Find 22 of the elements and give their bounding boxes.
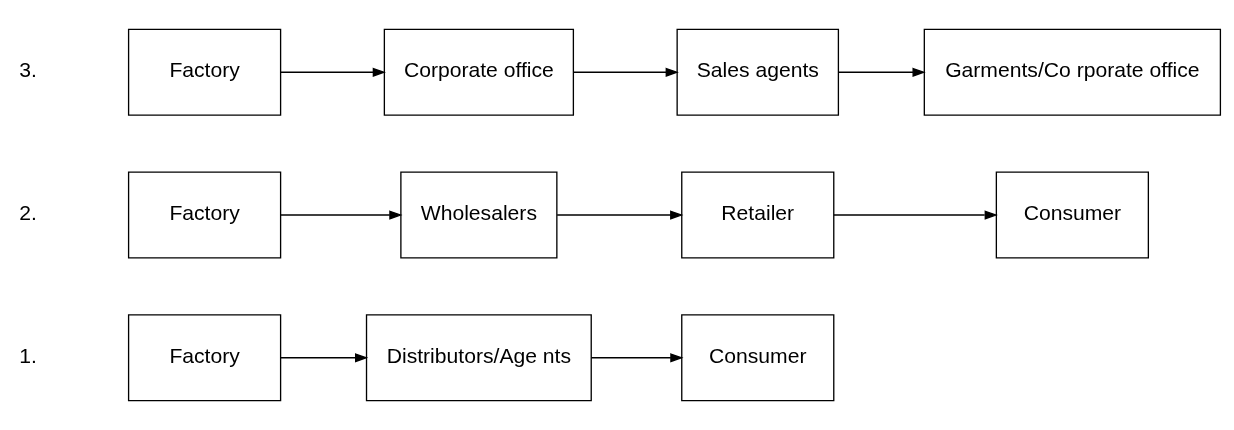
node-box: Factory (127, 28, 282, 116)
label: 3. (19, 58, 37, 82)
label: 1. (19, 343, 37, 367)
arrow (573, 67, 679, 77)
node-box: Garments/Co rporate office (923, 28, 1222, 116)
arrow (280, 353, 369, 363)
node-box: Consumer (681, 314, 835, 402)
arrow (280, 67, 386, 77)
arrow (280, 210, 403, 220)
node-box: Factory (127, 171, 282, 259)
arrow (556, 210, 684, 220)
label: 2. (19, 201, 37, 225)
node-box: Corporate office (383, 28, 575, 116)
arrow (590, 353, 684, 363)
node-box: Consumer (995, 171, 1149, 259)
node-box: Sales agents (676, 28, 840, 116)
arrow (833, 210, 998, 220)
node-box: Wholesalers (400, 171, 558, 259)
node-box: Factory (127, 314, 282, 402)
node-box: Distributors/Age nts (365, 314, 592, 402)
node-box: Retailer (681, 171, 835, 259)
arrow (837, 67, 926, 77)
